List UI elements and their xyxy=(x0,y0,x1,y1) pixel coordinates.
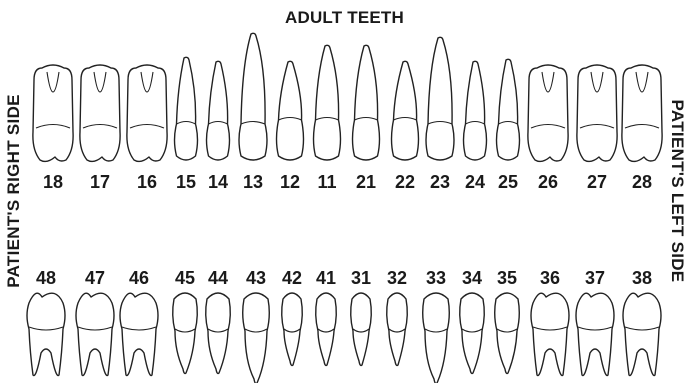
lower-tooth-38 xyxy=(623,293,661,375)
tooth-number-17: 17 xyxy=(90,172,110,192)
tooth-number-21: 21 xyxy=(356,172,376,192)
lower-tooth-35 xyxy=(495,293,520,374)
tooth-number-24: 24 xyxy=(465,172,485,192)
lower-tooth-31 xyxy=(351,293,372,366)
tooth-number-15: 15 xyxy=(176,172,196,192)
upper-tooth-28 xyxy=(622,65,662,161)
lower-tooth-43 xyxy=(243,293,270,383)
upper-tooth-18 xyxy=(33,65,73,161)
lower-teeth-row: 48 47 46 45 44 43 42 41 31 32 33 34 35 36 37 38 xyxy=(27,268,661,383)
upper-tooth-12 xyxy=(277,61,304,160)
tooth-number-16: 16 xyxy=(137,172,157,192)
tooth-number-23: 23 xyxy=(430,172,450,192)
tooth-number-44: 44 xyxy=(208,268,228,288)
tooth-number-22: 22 xyxy=(395,172,415,192)
lower-tooth-41 xyxy=(316,293,337,366)
tooth-number-46: 46 xyxy=(129,268,149,288)
lower-tooth-44 xyxy=(206,293,231,374)
upper-tooth-14 xyxy=(207,61,230,160)
tooth-number-11: 11 xyxy=(317,172,336,192)
tooth-number-43: 43 xyxy=(246,268,266,288)
lower-tooth-45 xyxy=(173,293,198,374)
tooth-number-32: 32 xyxy=(387,268,407,288)
upper-tooth-24 xyxy=(464,61,487,160)
tooth-number-31: 31 xyxy=(351,268,371,288)
tooth-number-35: 35 xyxy=(497,268,517,288)
tooth-number-48: 48 xyxy=(36,268,56,288)
tooth-number-47: 47 xyxy=(85,268,105,288)
upper-tooth-13 xyxy=(239,33,267,160)
tooth-number-13: 13 xyxy=(243,172,263,192)
lower-tooth-33 xyxy=(423,293,450,383)
upper-tooth-27 xyxy=(577,65,617,161)
lower-tooth-34 xyxy=(460,293,485,374)
upper-tooth-23 xyxy=(426,37,454,160)
upper-tooth-17 xyxy=(80,65,120,161)
upper-tooth-11 xyxy=(314,45,341,160)
tooth-number-14: 14 xyxy=(208,172,228,192)
lower-tooth-48 xyxy=(27,293,65,375)
upper-tooth-16 xyxy=(127,65,167,161)
upper-tooth-21 xyxy=(353,45,380,160)
tooth-number-18: 18 xyxy=(43,172,63,192)
upper-tooth-25 xyxy=(497,59,520,160)
tooth-number-27: 27 xyxy=(587,172,607,192)
upper-tooth-15 xyxy=(175,57,198,160)
tooth-number-45: 45 xyxy=(175,268,195,288)
lower-tooth-42 xyxy=(282,293,303,366)
tooth-number-37: 37 xyxy=(585,268,605,288)
tooth-number-42: 42 xyxy=(282,268,302,288)
tooth-number-36: 36 xyxy=(540,268,560,288)
lower-tooth-37 xyxy=(576,293,614,375)
tooth-number-12: 12 xyxy=(280,172,300,192)
tooth-number-38: 38 xyxy=(632,268,652,288)
upper-tooth-26 xyxy=(528,65,568,161)
lower-tooth-46 xyxy=(120,293,158,375)
tooth-number-26: 26 xyxy=(538,172,558,192)
tooth-number-33: 33 xyxy=(426,268,446,288)
tooth-number-28: 28 xyxy=(632,172,652,192)
lower-tooth-47 xyxy=(76,293,114,375)
lower-tooth-36 xyxy=(531,293,569,375)
tooth-number-25: 25 xyxy=(498,172,518,192)
tooth-number-41: 41 xyxy=(316,268,336,288)
tooth-number-34: 34 xyxy=(462,268,482,288)
upper-tooth-22 xyxy=(392,61,419,160)
upper-teeth-row: 18 17 16 15 14 13 12 11 21 22 23 24 25 26 27 28 xyxy=(33,33,662,192)
lower-tooth-32 xyxy=(387,293,408,366)
